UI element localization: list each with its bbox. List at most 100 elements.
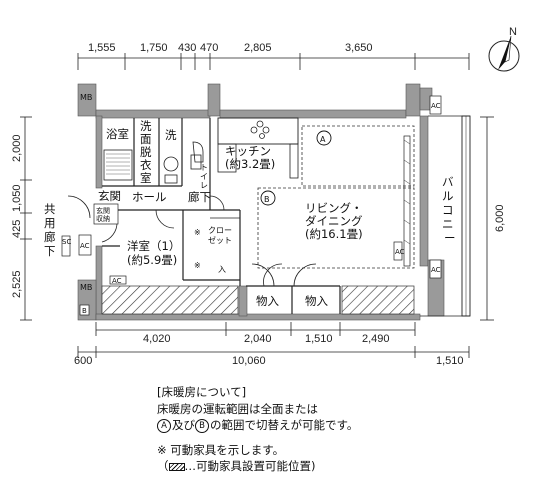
svg-text:玄関: 玄関 bbox=[96, 206, 110, 215]
dim-left-3: 425 bbox=[11, 220, 23, 238]
mb-label-top: MB bbox=[80, 93, 92, 102]
svg-text:コ: コ bbox=[442, 203, 454, 217]
dim-bottom-1: 4,020 bbox=[143, 333, 171, 345]
dim-top-5: 2,805 bbox=[244, 42, 272, 54]
svg-text:(約5.9畳): (約5.9畳) bbox=[127, 253, 177, 267]
room-living: リビング・ ダイニング (約16.1畳) bbox=[305, 201, 363, 241]
svg-text:ゼット: ゼット bbox=[208, 235, 232, 245]
dim-top-6: 3,650 bbox=[345, 42, 373, 54]
floor-heat-zone-b bbox=[257, 187, 415, 269]
partitions bbox=[102, 118, 341, 314]
zone-a-symbol: A bbox=[157, 418, 171, 433]
dim-top-2: 1,750 bbox=[140, 42, 168, 54]
right-dimensions: 6,000 bbox=[480, 116, 506, 321]
north-compass: N bbox=[488, 26, 520, 72]
svg-text:衣: 衣 bbox=[140, 158, 152, 172]
movable-mark-2: ※ bbox=[194, 261, 201, 270]
svg-text:洋室（1）: 洋室（1） bbox=[127, 239, 180, 253]
svg-text:クロー: クロー bbox=[208, 226, 232, 235]
svg-text:室: 室 bbox=[140, 171, 152, 185]
north-label: N bbox=[509, 26, 517, 38]
bottom-dimensions: 4,020 2,040 1,510 2,490 600 10,060 1,510 bbox=[74, 322, 470, 367]
room-hall: ホール bbox=[132, 190, 167, 204]
room-storage-small: 入 bbox=[218, 265, 226, 274]
dim-bottom-5: 600 bbox=[74, 355, 92, 367]
hatch-legend-icon bbox=[168, 462, 185, 471]
svg-text:下: 下 bbox=[44, 244, 56, 258]
svg-text:イ: イ bbox=[200, 172, 208, 181]
room-western: 洋室（1） (約5.9畳) bbox=[127, 239, 180, 267]
svg-text:(約3.2畳): (約3.2畳) bbox=[225, 157, 275, 171]
notes-line3: ※ 可動家具を示します。 bbox=[157, 442, 285, 457]
ac-label-living: AC bbox=[395, 248, 405, 256]
room-washroom: 洗 面 脱 衣 室 bbox=[140, 119, 152, 185]
svg-text:ダイニング: ダイニング bbox=[305, 214, 363, 228]
svg-text:ニ: ニ bbox=[442, 217, 454, 231]
svg-text:(約16.1畳): (約16.1畳) bbox=[305, 227, 363, 241]
dim-bottom-6: 10,060 bbox=[232, 355, 266, 367]
b-label: B bbox=[82, 307, 87, 315]
room-balcony: バ ル コ ニ ー bbox=[442, 175, 456, 245]
zone-b-marker: B bbox=[260, 190, 276, 206]
movable-furniture-area-east bbox=[341, 285, 415, 315]
svg-text:洗: 洗 bbox=[140, 119, 152, 133]
dim-top-3: 430 bbox=[178, 42, 196, 54]
dim-bottom-3: 1,510 bbox=[305, 333, 333, 345]
svg-text:収納: 収納 bbox=[96, 214, 110, 223]
left-dimensions: 2,000 1,050 425 2,525 bbox=[11, 116, 32, 321]
floor-heat-zone-a bbox=[301, 125, 415, 187]
dim-left-1: 2,000 bbox=[11, 134, 23, 162]
doors bbox=[67, 195, 317, 287]
dim-top-1: 1,555 bbox=[88, 42, 116, 54]
bath-fixtures bbox=[103, 141, 204, 184]
room-bath: 浴室 bbox=[106, 127, 129, 141]
notes-line4: （…可動家具設置可能位置) bbox=[157, 459, 316, 473]
room-toilet: ト イ レ bbox=[200, 163, 208, 190]
zone-b-symbol: B bbox=[195, 418, 209, 433]
svg-text:脱: 脱 bbox=[140, 145, 152, 159]
svg-text:ル: ル bbox=[442, 189, 454, 203]
room-closet: クロー ゼット bbox=[208, 226, 232, 245]
movable-furniture-area-west bbox=[101, 285, 239, 315]
svg-text:バ: バ bbox=[442, 175, 454, 189]
notes-heading: [床暖房について] bbox=[157, 385, 247, 399]
ac-label-entrance: AC bbox=[80, 242, 90, 250]
room-kitchen: キッチン (約3.2畳) bbox=[225, 144, 275, 171]
svg-text:キッチン: キッチン bbox=[225, 144, 271, 158]
ac-label-right: AC bbox=[431, 266, 441, 274]
top-dimensions: 1,555 1,750 430 470 2,805 3,650 bbox=[77, 42, 470, 70]
svg-text:B: B bbox=[264, 195, 270, 204]
dim-left-2: 1,050 bbox=[11, 184, 23, 212]
ac-label-top: AC bbox=[431, 102, 441, 110]
dim-top-4: 470 bbox=[200, 42, 218, 54]
svg-text:廊: 廊 bbox=[44, 230, 56, 244]
svg-text:レ: レ bbox=[200, 181, 208, 190]
zone-a-marker: A bbox=[316, 130, 332, 146]
svg-text:共: 共 bbox=[44, 202, 56, 216]
mb-label-bottom: MB bbox=[80, 283, 92, 292]
north-arrow-icon bbox=[498, 36, 511, 70]
notes-line1: 床暖房の運転範囲は全面または bbox=[157, 401, 318, 416]
movable-mark-1: ※ bbox=[194, 228, 201, 237]
dim-bottom-4: 2,490 bbox=[362, 333, 390, 345]
room-entrance: 玄関 bbox=[98, 189, 121, 203]
svg-text:ー: ー bbox=[444, 231, 456, 245]
sc-label: SC bbox=[62, 238, 71, 246]
dim-right-1: 6,000 bbox=[494, 204, 506, 232]
room-storage-2: 物入 bbox=[305, 294, 328, 308]
kitchen-fixtures bbox=[217, 117, 299, 179]
dim-bottom-2: 2,040 bbox=[244, 333, 272, 345]
room-corridor: 廊下 bbox=[188, 190, 211, 204]
svg-text:リビング・: リビング・ bbox=[305, 201, 363, 215]
dim-bottom-7: 1,510 bbox=[436, 355, 464, 367]
dim-left-4: 2,525 bbox=[11, 270, 23, 298]
balcony-railing bbox=[420, 115, 471, 317]
svg-text:面: 面 bbox=[140, 132, 152, 146]
room-shoe-storage: 玄関 収納 bbox=[93, 203, 119, 225]
svg-text:用: 用 bbox=[44, 216, 56, 230]
room-wash: 洗 bbox=[165, 128, 177, 142]
room-common-corridor: 共 用 廊 下 bbox=[44, 202, 56, 258]
